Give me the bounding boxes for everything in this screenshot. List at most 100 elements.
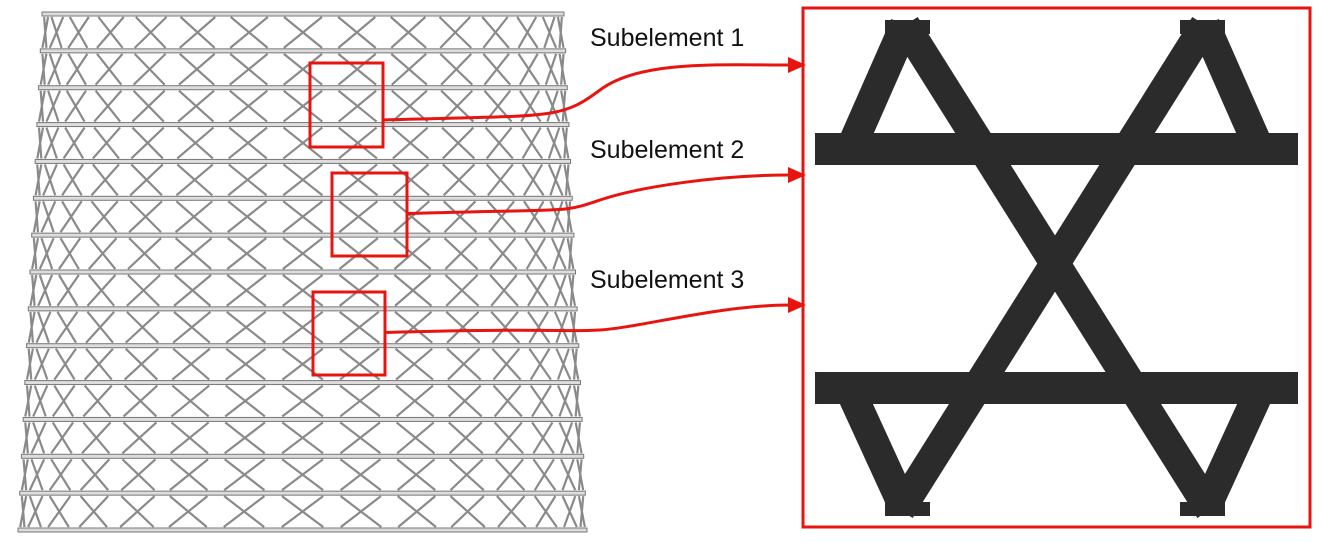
tower-brace <box>33 348 50 381</box>
tower-brace <box>19 495 28 528</box>
tower-brace <box>393 274 433 307</box>
tower-brace <box>20 459 29 491</box>
tower-ring <box>36 122 570 128</box>
tower-brace <box>53 348 77 381</box>
highlight-box-3 <box>311 290 387 377</box>
tower-brace <box>22 422 31 454</box>
tower-brace <box>25 348 34 380</box>
tower-brace <box>29 274 38 307</box>
tower-brace <box>65 53 89 86</box>
tower-brace <box>396 458 436 491</box>
tower-brace <box>176 126 215 160</box>
tower-brace <box>516 16 539 49</box>
tower-brace <box>37 90 46 122</box>
tower-brace <box>448 421 484 455</box>
tower-brace <box>224 421 266 455</box>
tower-brace <box>179 16 216 49</box>
tower-brace <box>521 163 545 196</box>
tower-brace <box>39 53 48 85</box>
tower-brace <box>484 126 514 160</box>
tower-brace <box>561 127 570 159</box>
callouts <box>308 6 1312 529</box>
tower-brace <box>532 458 557 491</box>
tower-brace <box>283 16 323 49</box>
tower-brace <box>175 163 214 197</box>
tower-brace <box>82 384 113 418</box>
tower-brace <box>228 89 269 123</box>
tower-brace <box>392 163 430 197</box>
tower-ring <box>41 11 565 17</box>
lattice-member <box>836 383 919 517</box>
tower-brace <box>442 163 477 197</box>
tower-brace <box>37 274 54 307</box>
tower-brace <box>543 53 559 86</box>
tower-brace <box>128 200 163 233</box>
tower-brace <box>517 53 541 86</box>
tower-brace <box>544 90 561 123</box>
tower-brace <box>568 274 577 307</box>
tower-brace <box>81 421 112 455</box>
tower-brace <box>571 348 580 380</box>
tower-brace <box>92 126 121 160</box>
tower-brace <box>447 384 483 418</box>
tower-brace <box>438 16 472 49</box>
tower-brace <box>338 126 378 160</box>
tower-brace <box>339 310 380 344</box>
tower-brace <box>395 421 436 455</box>
tower-brace <box>339 421 382 455</box>
tower-brace <box>391 89 429 123</box>
tower-brace <box>525 274 549 307</box>
tower-brace <box>178 53 216 86</box>
tower-brace <box>226 274 267 307</box>
tower-brace <box>129 163 164 197</box>
tower-brace <box>533 495 558 528</box>
tower-brace <box>28 458 46 491</box>
tower-brace <box>174 237 213 270</box>
label-subelement-1: Subelement 1 <box>590 24 745 52</box>
tower-brace <box>395 384 435 418</box>
tower-brace <box>281 384 324 418</box>
tower-brace <box>78 495 109 528</box>
tower-ring <box>17 527 588 533</box>
tower-brace <box>531 421 555 454</box>
lattice-node-cap <box>885 20 930 34</box>
tower-brace <box>563 164 572 196</box>
tower-brace <box>282 274 324 307</box>
tower-brace <box>488 237 518 270</box>
subelement-detail <box>815 17 1298 518</box>
tower-brace <box>90 163 120 197</box>
tower-brace <box>47 53 63 86</box>
tower-brace <box>48 458 73 491</box>
tower-brace <box>47 495 72 528</box>
tower-brace <box>223 495 266 528</box>
lattice-member <box>836 18 919 157</box>
tower-brace <box>558 421 575 454</box>
tower-brace <box>572 385 582 417</box>
tower-brace <box>552 274 569 307</box>
tower-brace <box>489 274 519 307</box>
tower-ring <box>19 490 586 496</box>
tower-brace <box>393 237 432 270</box>
lattice-bottom-chord <box>815 372 1298 404</box>
tower-brace <box>443 237 479 270</box>
tower-brace <box>41 16 50 49</box>
tower-brace <box>553 311 570 344</box>
tower-brace <box>56 274 80 307</box>
tower-brace <box>560 90 568 122</box>
tower-brace <box>89 200 119 233</box>
label-subelement-3: Subelement 3 <box>590 266 745 294</box>
tower-brace <box>174 200 213 233</box>
tower-brace <box>168 495 209 528</box>
tower-brace <box>496 495 527 528</box>
tower-brace <box>281 495 324 528</box>
tower-ring <box>29 269 576 275</box>
tower-brace <box>337 16 377 49</box>
tower-brace <box>170 384 210 418</box>
callout-arrow-1 <box>382 63 791 122</box>
tower-brace <box>566 237 575 270</box>
tower-brace <box>569 311 578 343</box>
tower-brace <box>560 458 577 491</box>
tower-brace <box>446 347 482 381</box>
tower-brace <box>561 495 578 528</box>
